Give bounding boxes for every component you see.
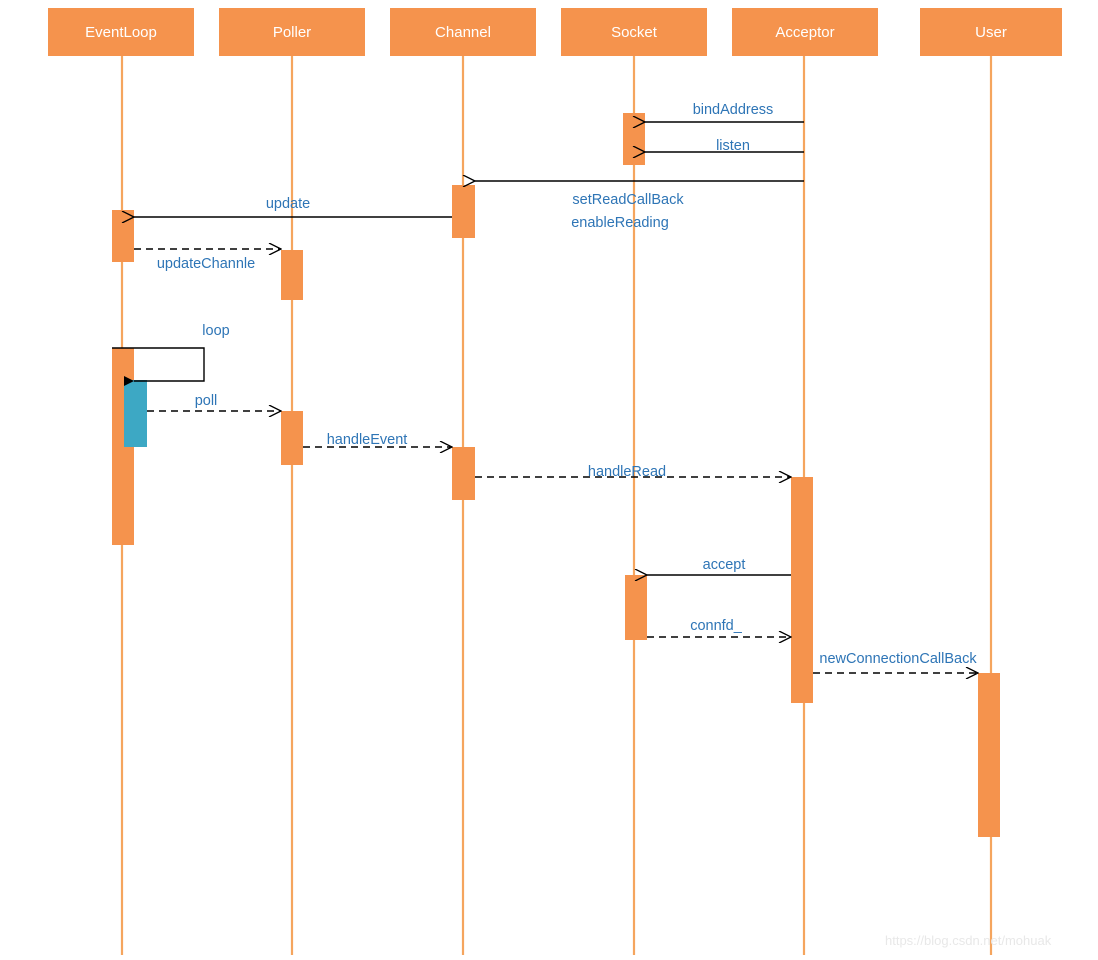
messages-group: bindAddress listen setReadCallBack enableRe… bbox=[134, 102, 978, 673]
self-message-loop: loop bbox=[112, 323, 230, 386]
activation-bar-socket bbox=[625, 575, 647, 640]
self-messages-group: loop bbox=[112, 323, 230, 386]
message-m2: listen bbox=[645, 138, 804, 154]
activation-bar-socket bbox=[623, 113, 645, 165]
participant-poller[interactable]: Poller bbox=[219, 8, 365, 56]
message-label-m3b: enableReading bbox=[571, 215, 669, 231]
message-m10: connfd_ bbox=[647, 618, 791, 637]
message-m8: handleRead bbox=[475, 464, 791, 480]
message-m6: poll bbox=[147, 393, 281, 411]
message-label-m2: listen bbox=[716, 138, 750, 154]
participant-label-poller: Poller bbox=[273, 24, 311, 41]
participant-label-eventloop: EventLoop bbox=[85, 24, 157, 41]
message-m5: updateChannle bbox=[134, 249, 281, 272]
activation-bar-acceptor bbox=[791, 477, 813, 703]
message-label-m4: update bbox=[266, 196, 310, 212]
message-m11: newConnectionCallBack bbox=[813, 651, 978, 673]
participant-box-user bbox=[920, 8, 1062, 56]
participant-label-channel: Channel bbox=[435, 24, 491, 41]
participant-label-acceptor: Acceptor bbox=[775, 24, 834, 41]
activation-bar-poller bbox=[281, 250, 303, 300]
message-m1: bindAddress bbox=[645, 102, 804, 122]
participant-channel[interactable]: Channel bbox=[390, 8, 536, 56]
activation-bar-user bbox=[978, 673, 1000, 837]
activation-bar-eventloop bbox=[124, 380, 147, 447]
message-label-m10: connfd_ bbox=[690, 618, 743, 634]
self-message-arrow-loop bbox=[112, 347, 205, 386]
activation-bar-channel bbox=[452, 447, 475, 500]
message-label-m1: bindAddress bbox=[693, 102, 774, 118]
message-label-m9: accept bbox=[703, 557, 746, 573]
message-label-m3: setReadCallBack bbox=[572, 192, 684, 208]
message-m3: setReadCallBack bbox=[475, 181, 804, 208]
participant-box-acceptor bbox=[732, 8, 878, 56]
participant-label-user: User bbox=[975, 24, 1007, 41]
message-label-m5: updateChannle bbox=[157, 256, 255, 272]
participant-user[interactable]: User bbox=[920, 8, 1062, 56]
participant-box-socket bbox=[561, 8, 707, 56]
participant-eventloop[interactable]: EventLoop bbox=[48, 8, 194, 56]
participant-label-socket: Socket bbox=[611, 24, 658, 41]
participant-acceptor[interactable]: Acceptor bbox=[732, 8, 878, 56]
participant-boxes-group: EventLoop Poller Channel Socket Acceptor User bbox=[48, 8, 1062, 56]
self-message-label-loop: loop bbox=[202, 323, 229, 339]
message-m3b: enableReading bbox=[571, 215, 669, 231]
participant-box-channel bbox=[390, 8, 536, 56]
message-label-m8: handleRead bbox=[588, 464, 666, 480]
message-label-m6: poll bbox=[195, 393, 218, 409]
activation-bar-poller bbox=[281, 411, 303, 465]
activation-bar-eventloop bbox=[112, 210, 134, 262]
participant-box-poller bbox=[219, 8, 365, 56]
message-label-m11: newConnectionCallBack bbox=[819, 651, 977, 667]
participant-box-eventloop bbox=[48, 8, 194, 56]
message-label-m7: handleEvent bbox=[327, 432, 408, 448]
message-m7: handleEvent bbox=[303, 432, 452, 448]
message-m9: accept bbox=[647, 557, 791, 575]
activation-bar-channel bbox=[452, 185, 475, 238]
lifelines-group bbox=[120, 56, 993, 955]
watermark-text: https://blog.csdn.net/mohuak bbox=[885, 933, 1052, 948]
message-m4: update bbox=[134, 196, 452, 217]
participant-socket[interactable]: Socket bbox=[561, 8, 707, 56]
activation-bars-group bbox=[112, 113, 1000, 837]
